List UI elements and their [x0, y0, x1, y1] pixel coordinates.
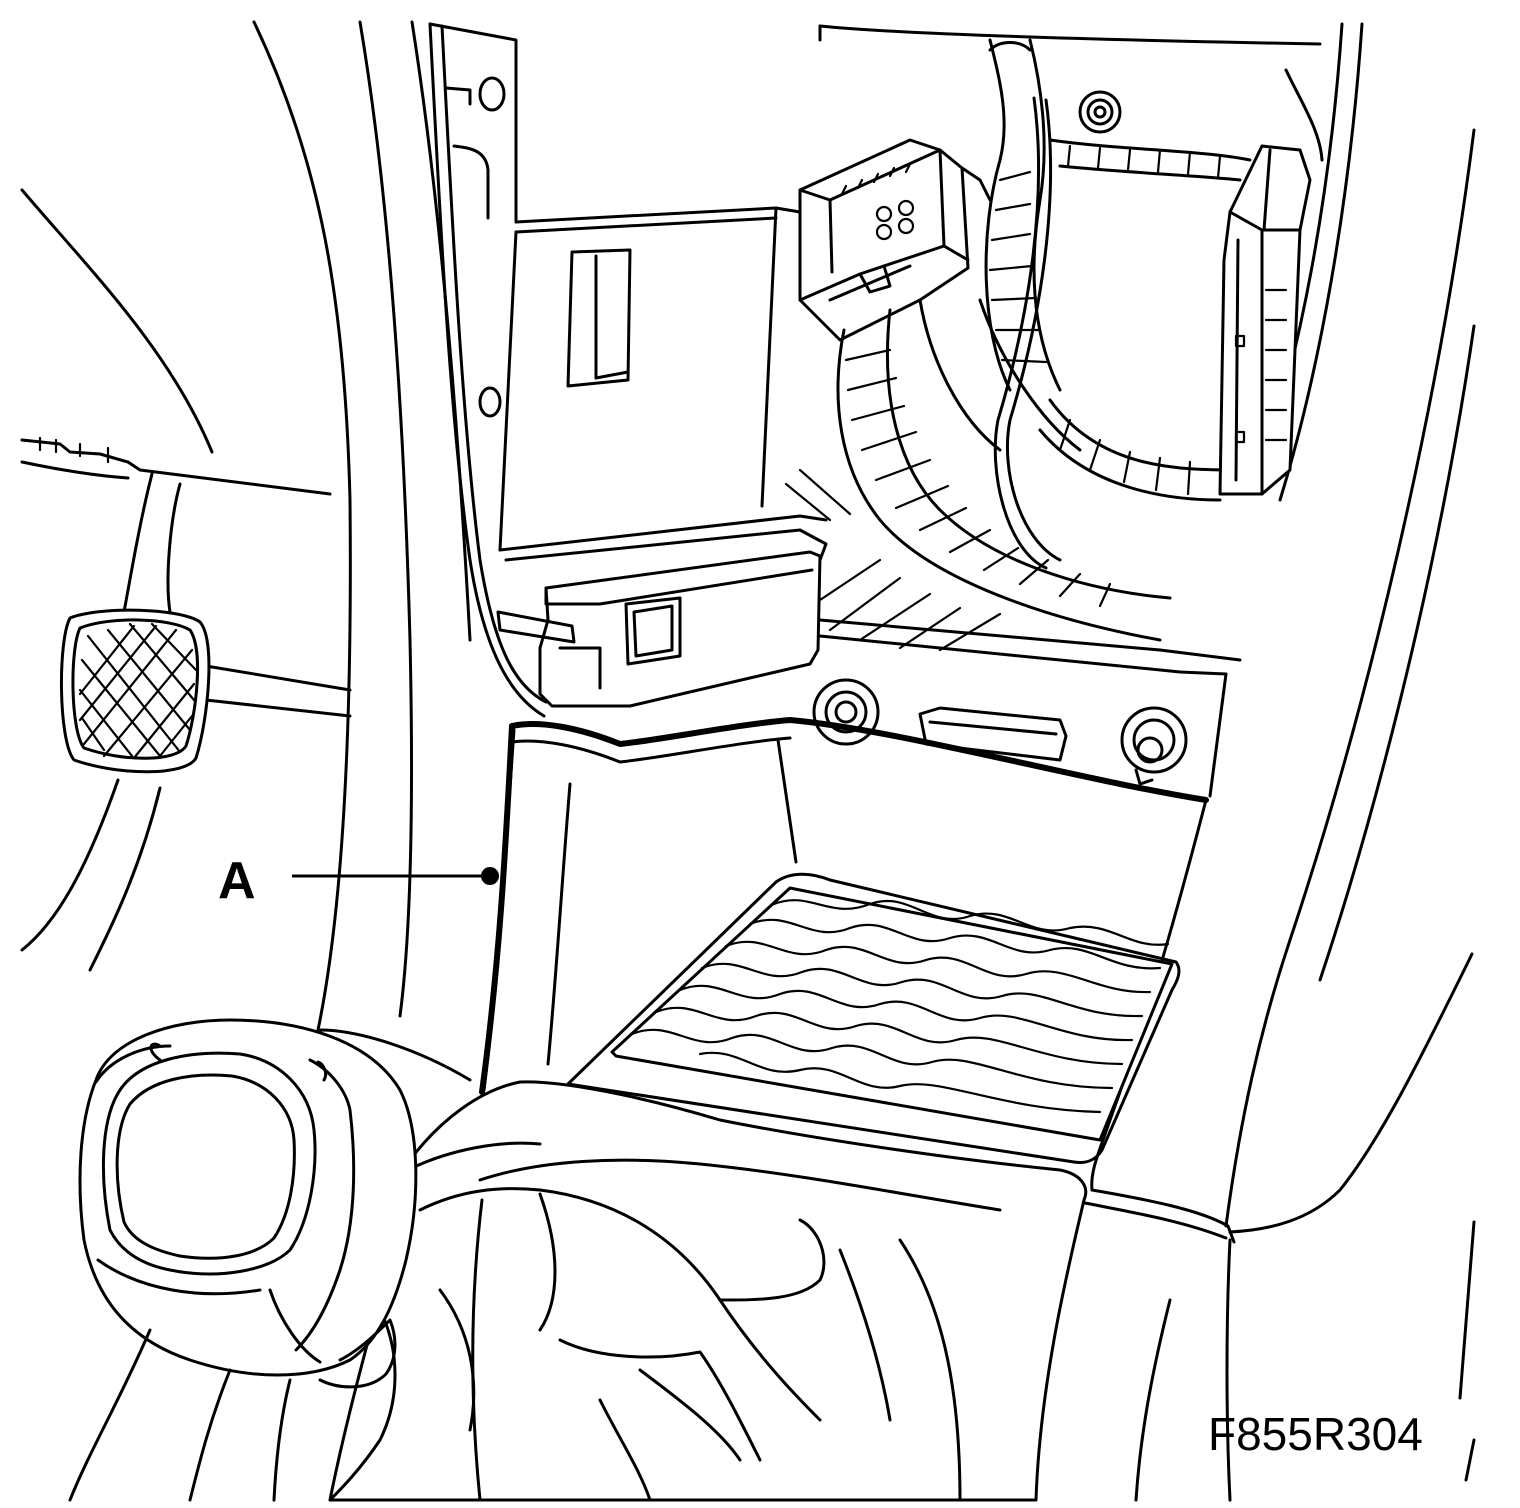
connector-pin-label: [875, 199, 915, 241]
callout-a: A: [218, 852, 499, 910]
callout-a-label: A: [218, 852, 256, 910]
dash-opening-frame: [428, 22, 548, 718]
wiring-connector: [798, 138, 992, 342]
lower-bracket: [496, 528, 828, 708]
gear-knob: [68, 1018, 418, 1502]
wiring-harness: [784, 38, 1252, 652]
panel-bolt-right: [1120, 706, 1188, 786]
control-module: [498, 206, 828, 552]
lower-dash-panel: [812, 618, 1242, 798]
pedal-tread-pattern: [78, 622, 198, 760]
gear-boot: [318, 1028, 1088, 1502]
left-dashboard-panel: [20, 188, 332, 496]
callout-a-leader-dot: [481, 867, 499, 885]
bolt: [1078, 90, 1122, 134]
right-trim-sweep: [1028, 128, 1476, 1502]
right-connector-block: [1218, 144, 1312, 496]
brake-pedal: [20, 472, 352, 972]
console-tray-mat: [566, 872, 1181, 1164]
mat-wave-pattern: [630, 899, 1170, 1114]
panel-bolt-left: [812, 678, 880, 746]
center-console: [479, 717, 1209, 1192]
panel-slot: [918, 706, 1068, 762]
harness-tape-wraps: [784, 144, 1222, 652]
figure-code: F855R304: [1208, 1408, 1423, 1460]
